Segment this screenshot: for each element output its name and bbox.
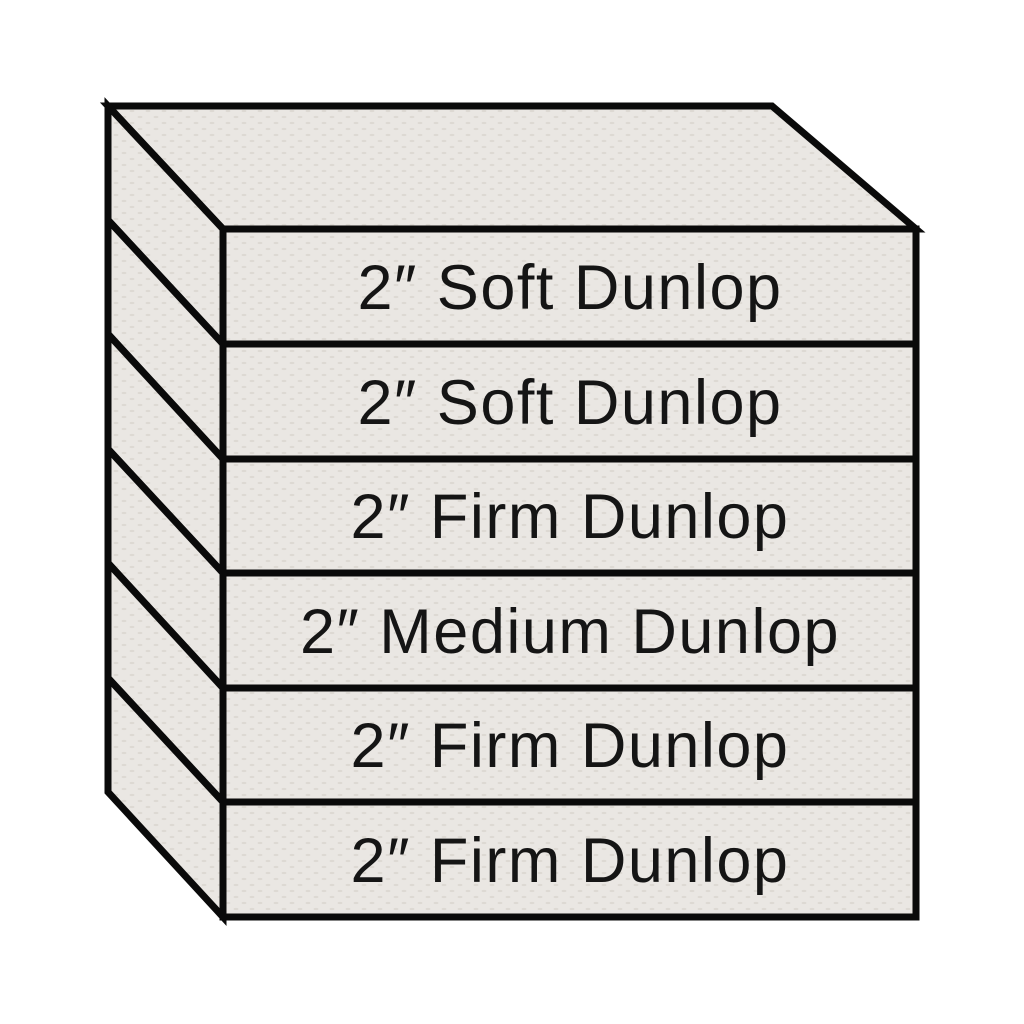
layer-3-label: 2″ Firm Dunlop (351, 482, 790, 552)
layer-1-front-face (219, 225, 920, 348)
layer-1-label: 2″ Soft Dunlop (357, 253, 782, 323)
layer-4-label: 2″ Medium Dunlop (300, 597, 840, 667)
stack-top-face (99, 102, 926, 233)
layer-5-label: 2″ Firm Dunlop (351, 711, 790, 781)
layer-2-front-face (219, 340, 920, 463)
layer-6-label: 2″ Firm Dunlop (351, 826, 790, 896)
layer-6-front-face (219, 798, 920, 921)
layer-4-front-face (219, 569, 920, 692)
layer-2-label: 2″ Soft Dunlop (357, 368, 782, 438)
